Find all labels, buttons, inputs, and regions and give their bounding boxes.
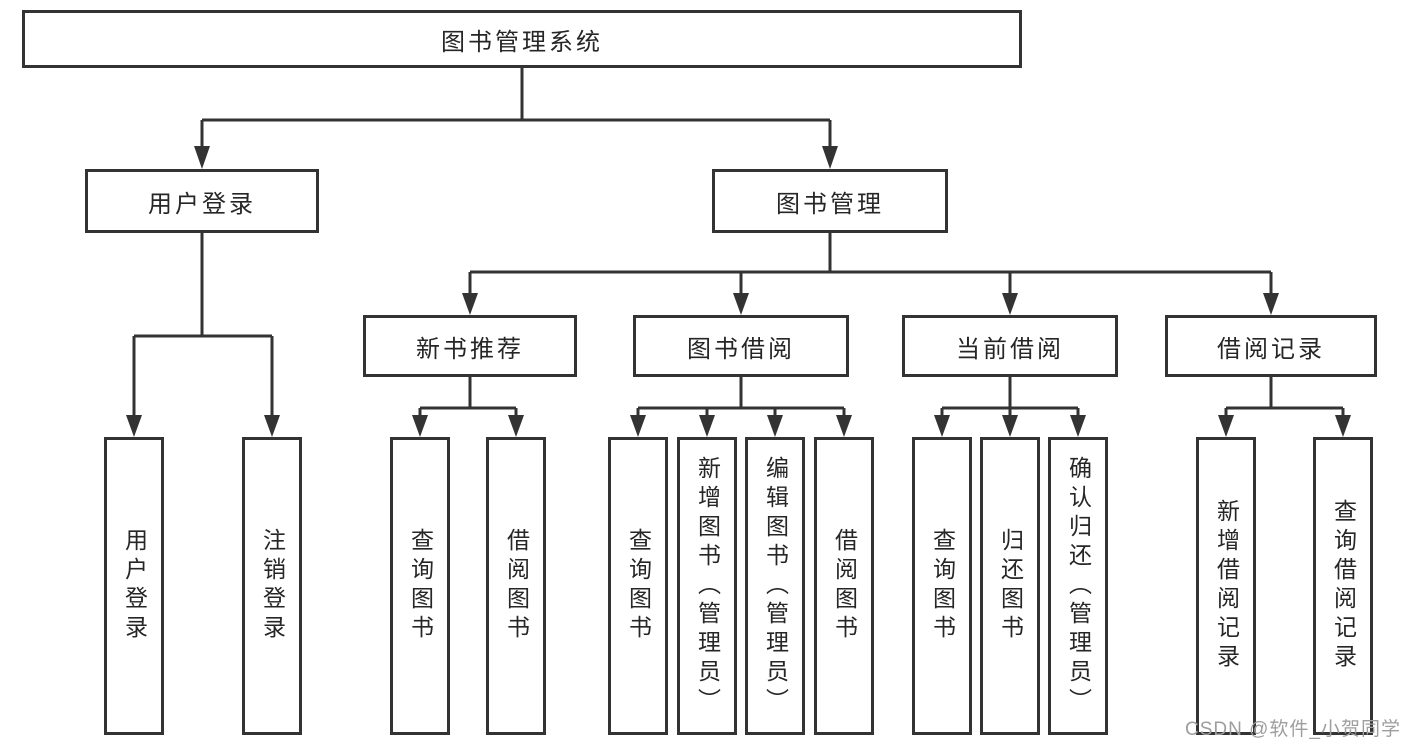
- node-book-management-branch: 图书管理: [712, 169, 948, 233]
- leaf-add-book-admin: 新增图书（管理员）: [677, 437, 737, 735]
- watermark: CSDN @软件_小贺同学: [1185, 719, 1401, 740]
- node-user-login-branch: 用户登录: [85, 169, 319, 233]
- leaf-logout: 注销登录: [242, 437, 302, 735]
- leaf-query-borrow-record: 查询借阅记录: [1313, 437, 1373, 735]
- leaf-borrow-books: 借阅图书: [814, 437, 874, 735]
- leaf-confirm-return-admin: 确认归还（管理员）: [1048, 437, 1108, 735]
- leaf-edit-book-admin: 编辑图书（管理员）: [745, 437, 805, 735]
- leaf-query-books-borrow: 查询图书: [608, 437, 668, 735]
- leaf-borrow-books-recommend: 借阅图书: [486, 437, 546, 735]
- leaf-query-books-current: 查询图书: [912, 437, 972, 735]
- leaf-user-login: 用户登录: [104, 437, 164, 735]
- node-book-borrow: 图书借阅: [633, 315, 849, 377]
- node-borrow-records: 借阅记录: [1165, 315, 1377, 377]
- leaf-query-books-recommend: 查询图书: [390, 437, 450, 735]
- node-new-book-recommend: 新书推荐: [363, 315, 577, 377]
- leaf-return-book: 归还图书: [980, 437, 1040, 735]
- node-current-borrow: 当前借阅: [902, 315, 1118, 377]
- leaf-add-borrow-record: 新增借阅记录: [1196, 437, 1256, 735]
- node-library-system: 图书管理系统: [22, 10, 1022, 68]
